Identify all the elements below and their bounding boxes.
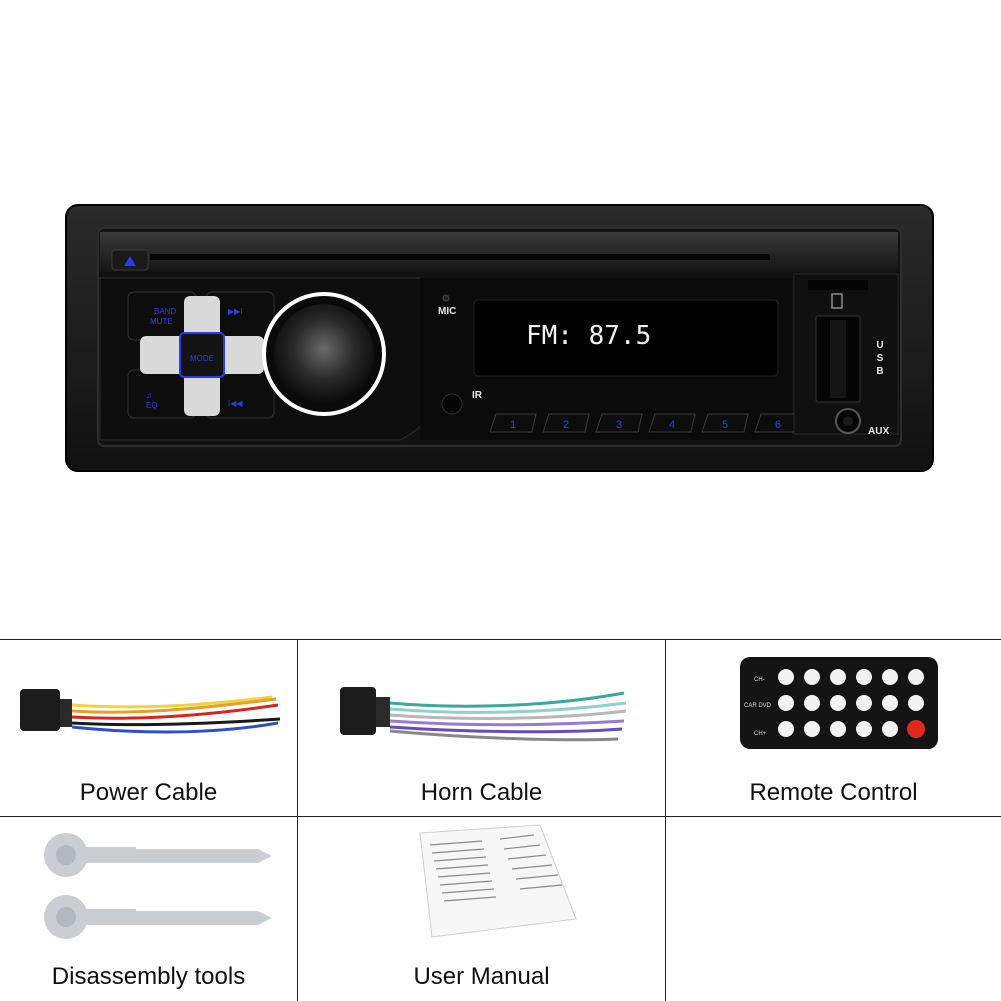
remote-control-icon: CH- CH+ CAR DVD: [740, 657, 938, 749]
accessories-grid: Power Cable Horn Cable: [0, 639, 1001, 1001]
car-stereo-image: BAND MUTE ▶▶I I◀◀ ♫ EQ MODE MIC IR FM: 8…: [65, 204, 934, 472]
accessory-caption: Power Cable: [79, 779, 218, 806]
preset-button-4[interactable]: [648, 413, 696, 433]
preset-button-3[interactable]: [595, 413, 643, 433]
preset-label: 5: [722, 419, 728, 431]
mode-center-label: MODE: [190, 354, 214, 363]
svg-text:▶▶I: ▶▶I: [228, 307, 243, 316]
ir-sensor-icon: [441, 393, 463, 415]
svg-text:CH-: CH-: [754, 677, 765, 683]
accessory-power-cable: Power Cable: [0, 639, 297, 816]
accessory-user-manual: User Manual: [298, 817, 665, 1001]
accessory-caption: User Manual: [413, 963, 550, 990]
mic-label: MIC: [438, 306, 456, 317]
accessory-caption: Horn Cable: [420, 779, 543, 806]
power-icon: [907, 720, 925, 738]
preset-label: 6: [775, 419, 781, 431]
mic-icon: [442, 294, 450, 302]
svg-text:MUTE: MUTE: [150, 317, 173, 326]
svg-text:I◀◀: I◀◀: [228, 399, 243, 408]
disassembly-tools-icon: [44, 833, 272, 939]
svg-text:EQ: EQ: [146, 401, 158, 410]
user-manual-icon: [419, 824, 577, 938]
accessory-remote-control: CH- CH+ CAR DVD Remote Control: [666, 639, 1001, 816]
preset-label: 4: [669, 419, 675, 431]
preset-label: 3: [616, 419, 622, 431]
svg-text:CAR DVD: CAR DVD: [744, 703, 772, 709]
sd-card-slot[interactable]: [808, 280, 868, 290]
accessory-caption: Disassembly tools: [51, 963, 246, 990]
accessory-caption: Remote Control: [749, 779, 918, 806]
mode-center-button[interactable]: [179, 332, 225, 378]
svg-text:CH+: CH+: [754, 731, 767, 737]
preset-label: 2: [563, 419, 569, 431]
lcd-display: [473, 299, 779, 377]
ir-label: IR: [472, 390, 483, 401]
horn-cable-icon: [340, 687, 627, 742]
preset-button-2[interactable]: [542, 413, 590, 433]
mode-label: BAND: [154, 307, 176, 316]
preset-button-5[interactable]: [701, 413, 749, 433]
direction-pad[interactable]: MODE: [140, 296, 264, 416]
display-text: FM: 87.5: [526, 321, 651, 351]
aux-label: AUX: [868, 426, 889, 437]
preset-button-1[interactable]: [489, 413, 537, 433]
accessory-disassembly-tools: Disassembly tools: [0, 817, 297, 1001]
accessory-horn-cable: Horn Cable: [298, 639, 665, 816]
preset-label: 1: [510, 419, 516, 431]
svg-text:♫: ♫: [146, 391, 152, 400]
eject-icon: [124, 256, 136, 266]
power-cable-icon: [20, 689, 281, 734]
